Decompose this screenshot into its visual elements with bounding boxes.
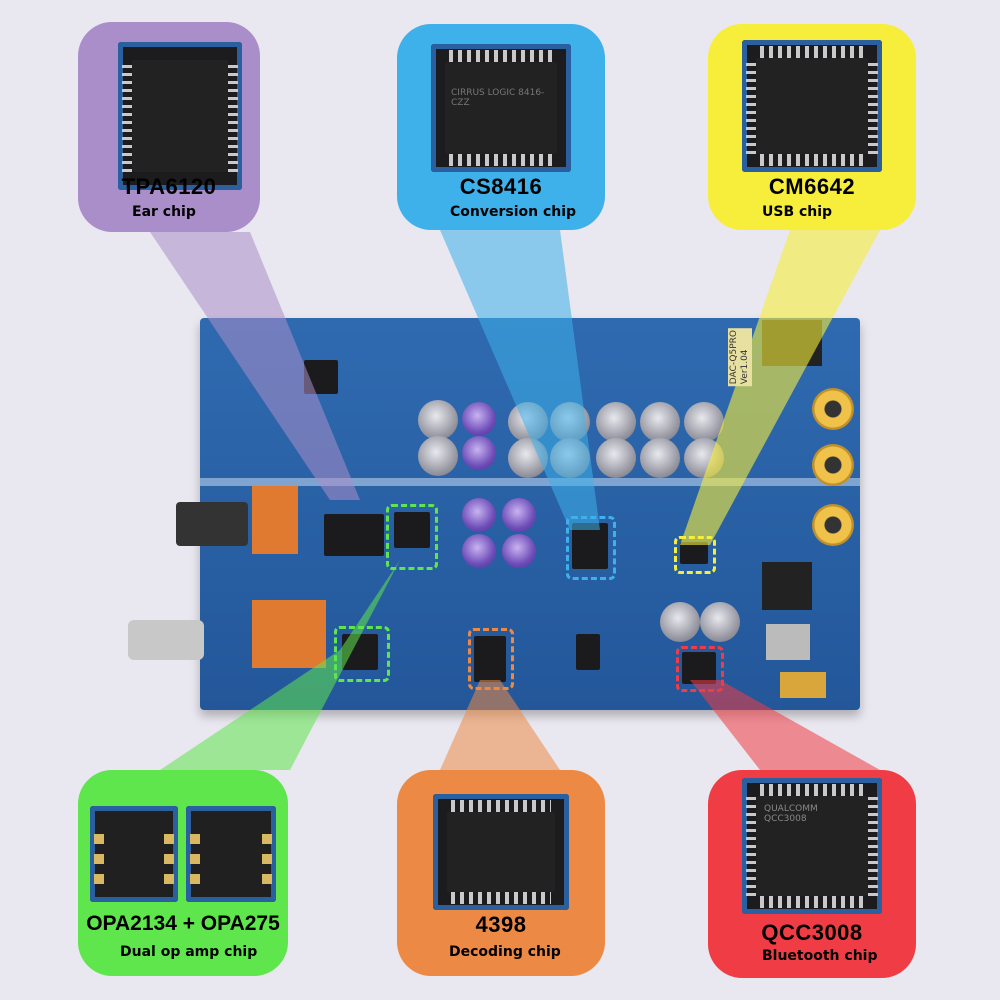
opa2134-chip-photo [90, 806, 178, 902]
cs8416-ic [572, 523, 608, 569]
chip-desc: Ear chip [132, 204, 196, 220]
chip-desc: Dual op amp chip [120, 944, 258, 960]
capacitor [596, 402, 636, 442]
card-qcc3008: QUALCOMM QCC3008 QCC3008 Bluetooth chip [708, 770, 916, 978]
capacitor [640, 402, 680, 442]
chip-name: TPA6120 [121, 174, 217, 199]
card-opamp: OPA2134 + OPA275 Dual op amp chip [78, 770, 288, 976]
beam-ak4398 [440, 680, 560, 770]
beam-cm6642 [680, 230, 880, 545]
beam-opamp [160, 560, 400, 770]
chip-marking: CIRRUS LOGIC 8416-CZZ [445, 62, 557, 154]
opa275-chip-photo [186, 806, 276, 902]
capacitor [684, 402, 724, 442]
chip-name: CS8416 [459, 174, 543, 199]
tpa6120-ic [324, 514, 384, 556]
chip-name: OPA2134 + OPA275 [86, 912, 280, 935]
chip-name: QCC3008 [761, 920, 863, 945]
antenna-connector [780, 672, 826, 698]
relay [290, 600, 326, 668]
chip-desc: Bluetooth chip [762, 948, 878, 964]
tpa6120-chip-photo [118, 42, 242, 190]
chip-desc: USB chip [762, 204, 833, 220]
board-version-text: Ver1.04 [740, 349, 750, 385]
capacitor [462, 402, 496, 436]
board-divider [200, 478, 860, 486]
beam-cs8416 [440, 230, 600, 530]
beam-qcc3008 [690, 680, 880, 770]
capacitor [462, 534, 496, 568]
capacitor [418, 400, 458, 440]
rca-connector [812, 444, 854, 486]
highlight-opamp-1 [386, 504, 438, 570]
cm6642-ic [680, 542, 708, 564]
card-tpa6120: TPA6120 Ear chip [78, 22, 260, 232]
volume-knob [128, 620, 204, 660]
capacitor [660, 602, 700, 642]
chip-desc: Conversion chip [450, 204, 577, 220]
ak4398-chip-photo [433, 794, 569, 910]
cs8416-chip-photo: CIRRUS LOGIC 8416-CZZ [431, 44, 571, 172]
card-cs8416: CIRRUS LOGIC 8416-CZZ CS8416 Conversion … [397, 24, 605, 230]
board-label: DAC-Q5PRO Ver1.04 [728, 328, 752, 387]
chip-name: 4398 [475, 912, 527, 937]
rca-connector [812, 504, 854, 546]
capacitor [502, 534, 536, 568]
chip-name: CM6642 [768, 174, 856, 199]
usb-port [766, 624, 810, 660]
optical-port [762, 562, 812, 610]
ak4398-ic [474, 636, 506, 682]
chip-marking: QUALCOMM QCC3008 [756, 796, 868, 896]
capacitor [596, 438, 636, 478]
card-ak4398: 4398 Decoding chip [397, 770, 605, 976]
qcc3008-ic [682, 652, 716, 684]
capacitor [640, 438, 680, 478]
board-model-text: DAC-Q5PRO [729, 330, 739, 385]
headphone-jack [176, 502, 248, 546]
relay [252, 486, 298, 554]
card-cm6642: CM6642 USB chip [708, 24, 916, 230]
rca-connector [812, 388, 854, 430]
beam-tpa6120 [150, 232, 360, 500]
capacitor [462, 436, 496, 470]
chip-desc: Decoding chip [449, 944, 561, 960]
cm6642-chip-photo [742, 40, 882, 172]
relay-ic [576, 634, 600, 670]
opamp-ic-1 [394, 512, 430, 548]
capacitor [502, 498, 536, 532]
capacitor [700, 602, 740, 642]
capacitor [418, 436, 458, 476]
qcc3008-chip-photo: QUALCOMM QCC3008 [742, 778, 882, 914]
capacitor [462, 498, 496, 532]
